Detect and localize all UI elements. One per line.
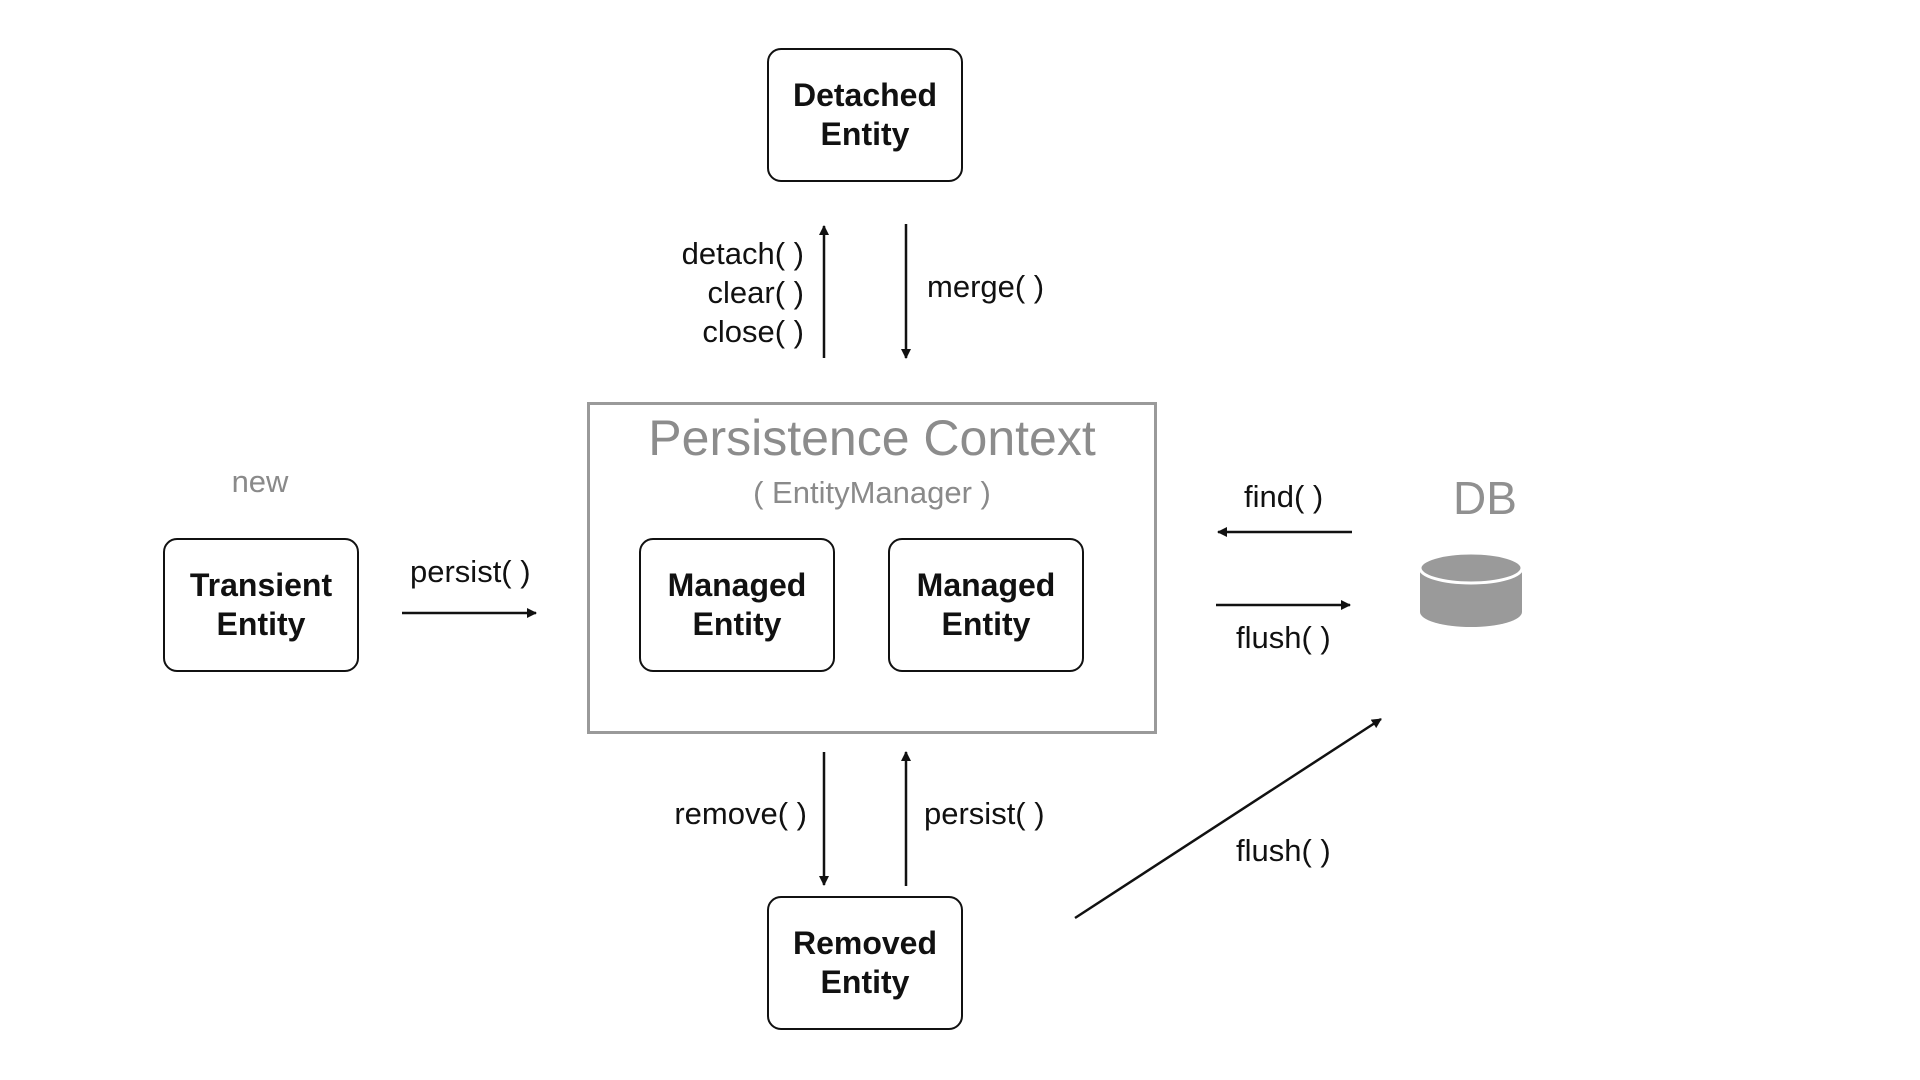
- managed-entity-2-line2: Entity: [941, 606, 1031, 642]
- removed-entity-box: Removed Entity: [767, 896, 963, 1030]
- clear-label: clear( ): [707, 275, 804, 310]
- removed-entity-line1: Removed: [792, 925, 938, 961]
- database-cylinder-icon: [1418, 551, 1524, 627]
- new-label: new: [231, 464, 289, 499]
- merge-label: merge( ): [927, 269, 1045, 304]
- transient-entity-box: Transient Entity: [163, 538, 359, 672]
- close-label: close( ): [702, 314, 804, 349]
- find-label: find( ): [1244, 479, 1324, 514]
- detach-label: detach( ): [681, 236, 804, 271]
- persistence-context-title: Persistence Context: [648, 410, 1096, 466]
- detached-entity-line1: Detached: [792, 77, 938, 113]
- transient-entity-line1: Transient: [189, 567, 333, 603]
- managed-entity-box-2: Managed Entity: [888, 538, 1084, 672]
- managed-entity-box-1: Managed Entity: [639, 538, 835, 672]
- persist-removed-label: persist( ): [924, 796, 1045, 831]
- persistence-context-subtitle: ( EntityManager ): [753, 475, 991, 510]
- transient-entity-line2: Entity: [216, 606, 306, 642]
- managed-entity-1-line2: Entity: [692, 606, 782, 642]
- db-label: DB: [1453, 472, 1517, 524]
- detached-entity-line2: Entity: [820, 116, 910, 152]
- flush-removed-label: flush( ): [1236, 833, 1331, 868]
- managed-entity-1-line1: Managed: [667, 567, 807, 603]
- removed-entity-line2: Entity: [820, 964, 910, 1000]
- remove-label: remove( ): [674, 796, 807, 831]
- arrow-flush-removed: [1074, 717, 1382, 920]
- persist-transient-label: persist( ): [410, 554, 531, 589]
- managed-entity-2-line1: Managed: [916, 567, 1056, 603]
- flush-context-label: flush( ): [1236, 620, 1331, 655]
- detached-entity-box: Detached Entity: [767, 48, 963, 182]
